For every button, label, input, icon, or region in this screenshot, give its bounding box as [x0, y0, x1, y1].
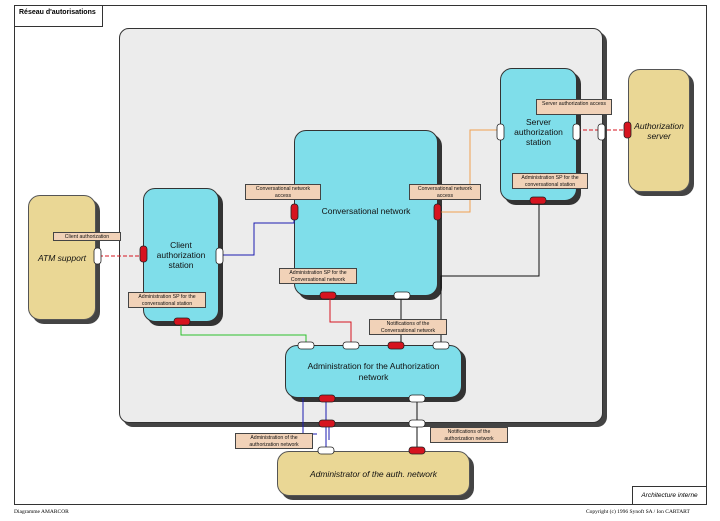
flow-conv-access-right: Conversational network access [409, 184, 481, 200]
port-administrator-left [317, 446, 335, 455]
port-admin-bottom-right [408, 394, 426, 403]
port-administrator-right [408, 446, 426, 455]
diagram-frame [14, 5, 707, 505]
actor-administrator[interactable]: Administrator of the auth. network [277, 451, 470, 496]
port-server-right2 [597, 123, 606, 141]
link-conversational-server [437, 129, 500, 213]
port-conv-bottom-right [393, 291, 411, 300]
link-client-conversational [220, 208, 295, 256]
port-authserver [623, 121, 632, 139]
actor-authorization-server-label: Authorization server [634, 120, 684, 141]
station-client-label: Client authorization station [156, 239, 206, 271]
flow-admin-sp-server: Administration SP for the conversational… [512, 173, 588, 189]
port-conv-left [290, 203, 299, 221]
link-admin-conversational [329, 296, 352, 345]
port-admin-top-2 [342, 341, 360, 350]
port-server-bottom [529, 196, 547, 205]
actor-atm-support-label: ATM support [37, 252, 87, 263]
flow-notif-conv: Notifications of the Conversational netw… [369, 319, 447, 335]
port-server-left [496, 123, 505, 141]
flow-admin-sp-client: Administration SP for the conversational… [128, 292, 206, 308]
port-mid-left [318, 419, 336, 428]
actor-authorization-server[interactable]: Authorization server [628, 69, 690, 192]
view-label: Architecture interne [632, 486, 707, 505]
port-client-atm [139, 245, 148, 263]
station-conversational-label: Conversational network [321, 206, 411, 216]
port-admin-top-3 [387, 341, 405, 350]
station-admin-authorization-network[interactable]: Administration for the Authorization net… [285, 345, 462, 398]
flow-admin-auth-net: Administration of the authorization netw… [235, 433, 313, 449]
port-conv-right [433, 203, 442, 221]
station-admin-label: Administration for the Authorization net… [307, 361, 440, 382]
flow-client-authorization: Client authorization [53, 232, 121, 241]
flow-notif-auth-net: Notifications of the authorization netwo… [430, 427, 508, 443]
link-admin-server [440, 201, 540, 345]
port-admin-bottom-left [318, 394, 336, 403]
station-server-label: Server authorization station [514, 117, 563, 148]
port-atm [93, 247, 102, 265]
diagram-title: Réseau d'autorisations [14, 5, 103, 27]
flow-server-access: Server authorization access [536, 99, 612, 115]
port-admin-top-1 [297, 341, 315, 350]
link-admin-client [180, 322, 307, 345]
port-client-bottom [173, 317, 191, 326]
flow-conv-access-left: Conversational network access [245, 184, 321, 200]
port-conv-bottom [319, 291, 337, 300]
port-admin-top-4 [432, 341, 450, 350]
port-client-conv [215, 247, 224, 265]
actor-administrator-label: Administrator of the auth. network [309, 468, 438, 479]
footer-left: Diagramme AMARCOR [14, 509, 69, 515]
port-mid-right [408, 419, 426, 428]
port-server-right [572, 123, 581, 141]
link-admin-flow-to-station [302, 398, 317, 435]
flow-admin-sp-conv: Administration SP for the Conversational… [279, 268, 357, 284]
footer-copyright: Copyright (c) 1996 Synoft SA / Ion CARTA… [586, 509, 690, 515]
